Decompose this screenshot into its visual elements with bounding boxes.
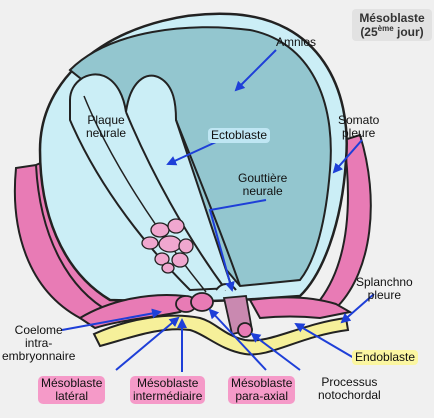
label-ectoblaste: Ectoblaste <box>208 128 271 143</box>
endoblast-layer <box>92 314 350 356</box>
neural-fold-line-2 <box>175 119 241 287</box>
label-splanchnopleure: Splanchno pleure <box>356 275 413 302</box>
label-plaque-neurale: Plaque neurale <box>86 113 127 140</box>
notochord-cell <box>237 322 253 338</box>
cell-cluster <box>141 218 194 274</box>
neural-fold-line-1 <box>125 111 227 291</box>
title-line-2-prefix: (25 <box>360 25 378 39</box>
neural-plate <box>69 73 234 292</box>
label-somatopleure: Somato pleure <box>338 113 380 140</box>
label-endoblaste: Endoblaste <box>352 350 419 365</box>
label-mesoblaste-para-axial: Mésoblaste para-axial <box>228 376 296 404</box>
para-axial-right <box>190 292 214 312</box>
label-mesoblaste-lateral: Mésoblaste latéral <box>38 376 106 404</box>
title-line-1: Mésoblaste <box>359 11 425 25</box>
label-coelome: Coelome intra- embryonnaire <box>2 323 76 363</box>
label-amnios: Amnios <box>276 35 317 49</box>
title-line-2-sup: ème <box>377 24 394 33</box>
diagram-title: Mésoblaste (25ème jour) <box>352 9 432 41</box>
pointer-arrows <box>61 49 375 372</box>
title-line-2-suffix: jour) <box>393 25 424 39</box>
neural-fold-line-3 <box>83 95 207 293</box>
mesoblast-right-region <box>248 296 353 320</box>
label-mesoblaste-intermediaire: Mésoblaste intermédiaire <box>130 376 206 404</box>
label-gouttiere-neurale: Gouttière neurale <box>238 171 288 198</box>
label-processus-notochordal: Processus notochordal <box>318 375 381 402</box>
